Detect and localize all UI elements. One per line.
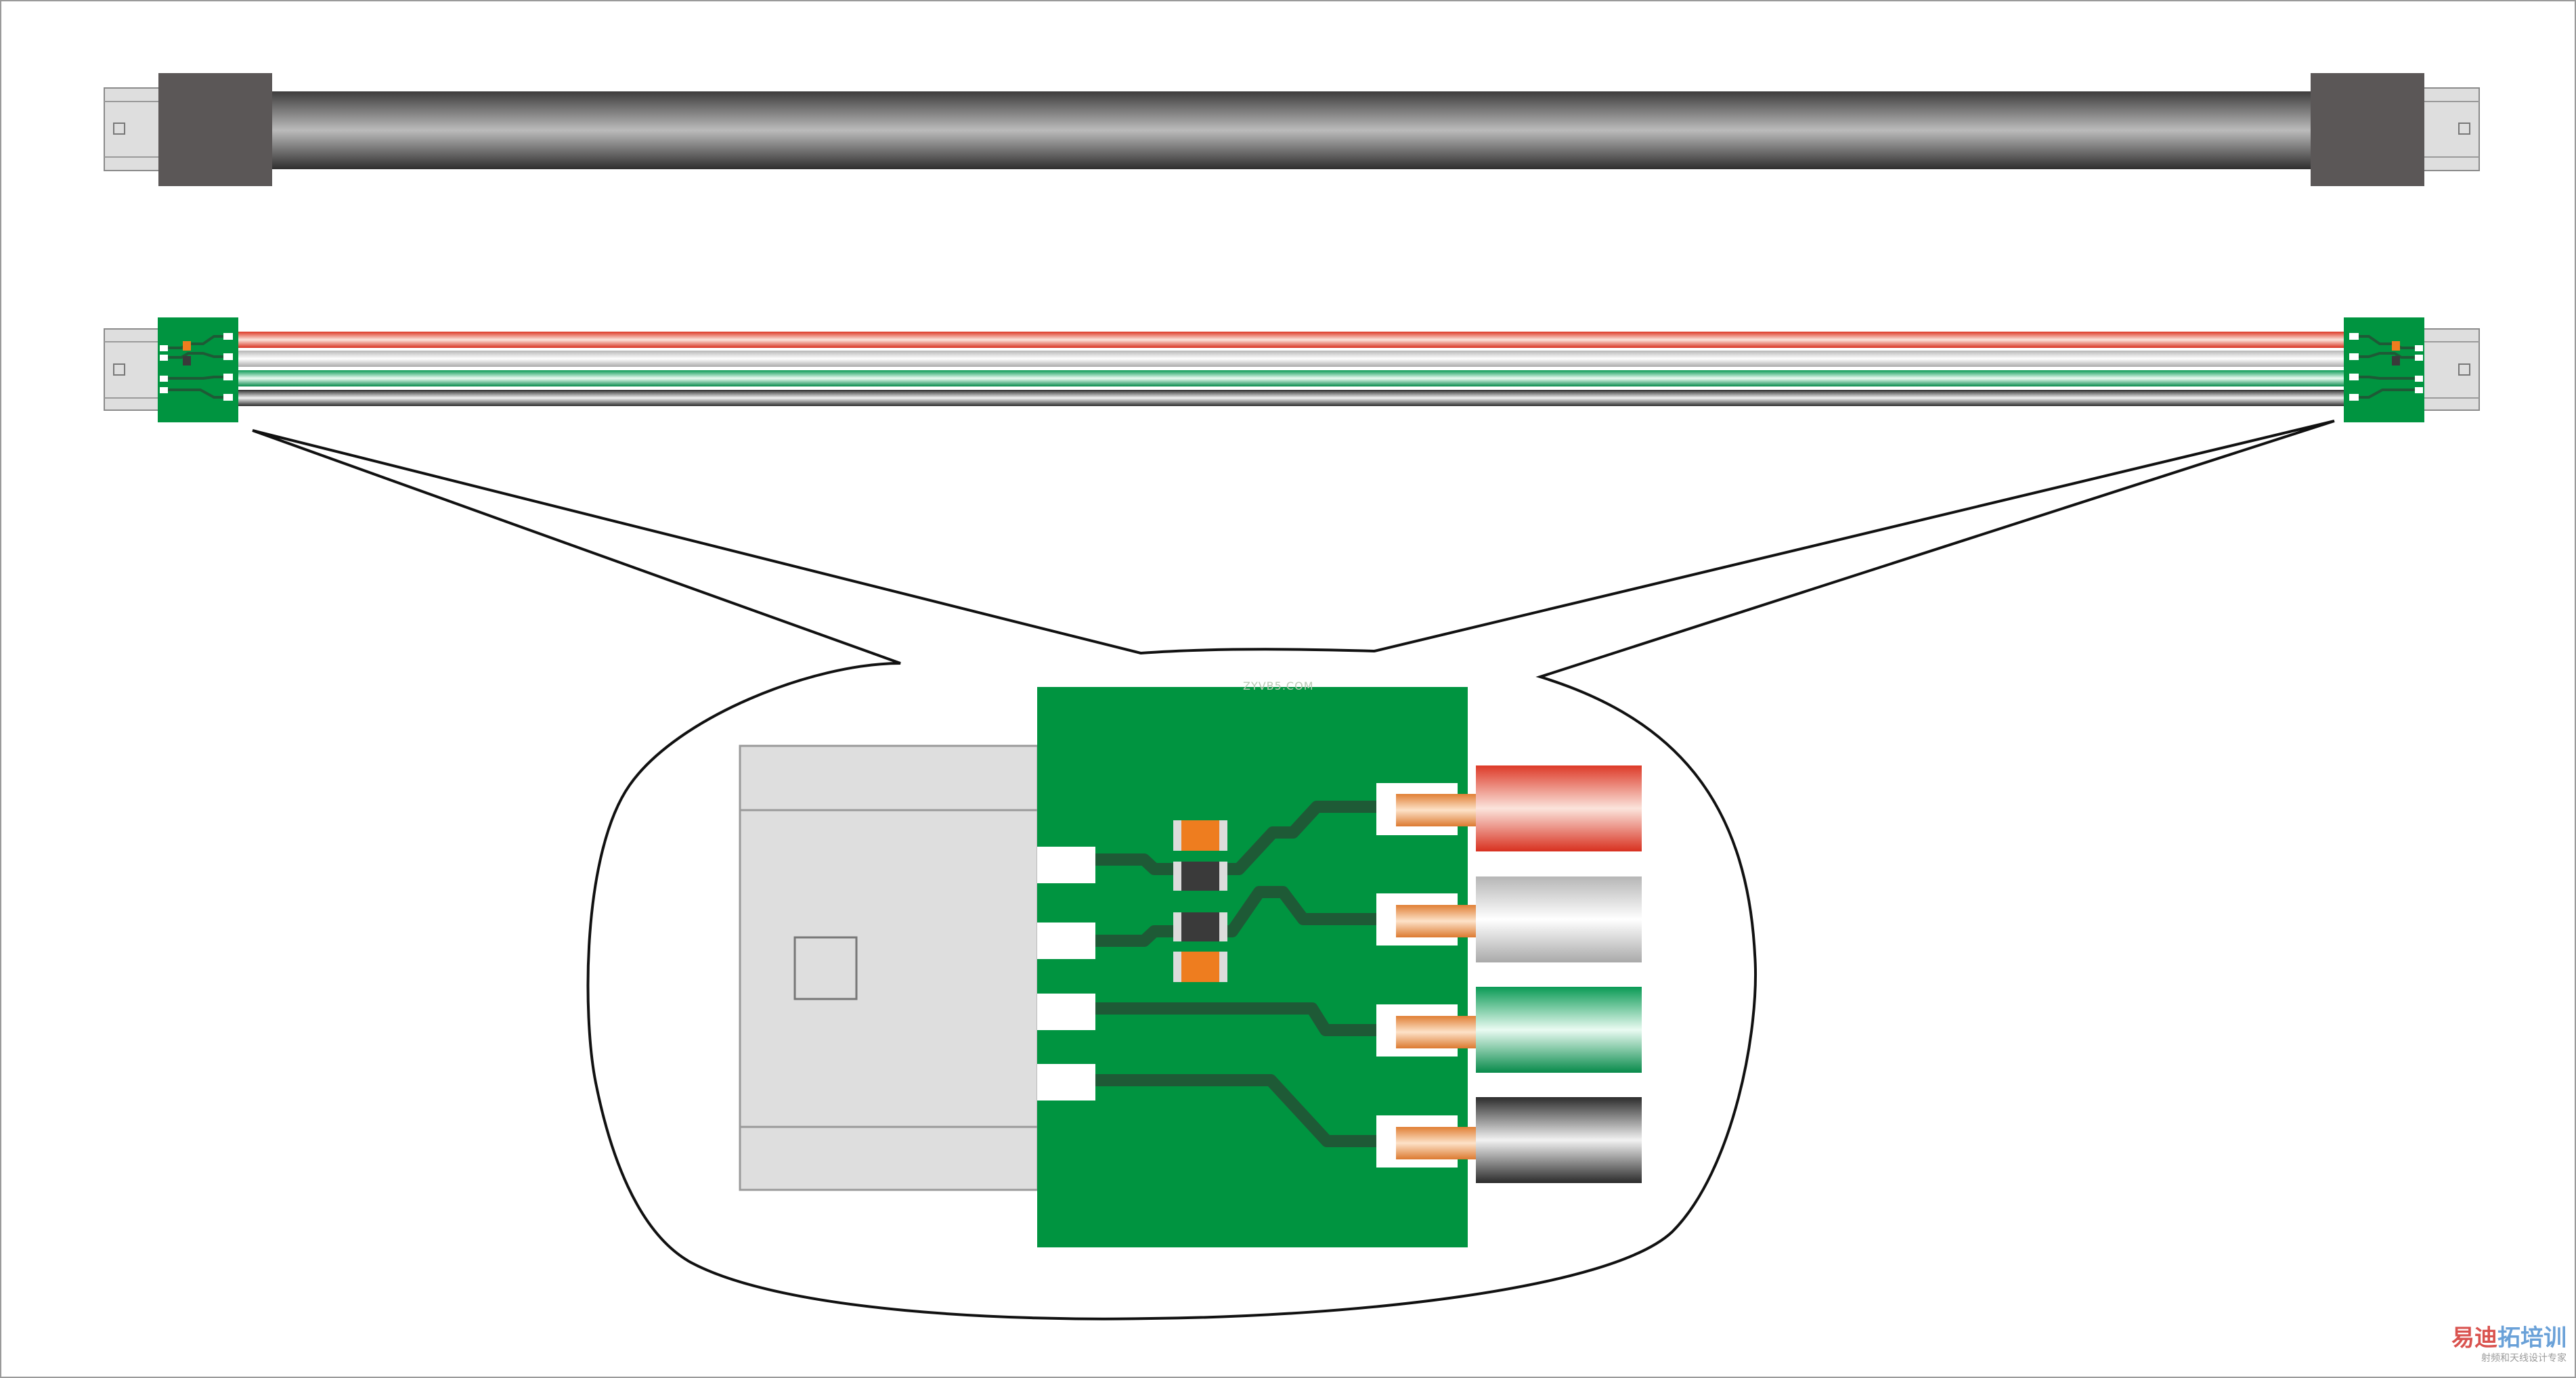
zoom-pcb-traces (1095, 801, 1381, 1147)
chip-endcap (1173, 912, 1181, 941)
zoom-usb-pads (1037, 847, 1095, 1101)
copper-pin-white (1396, 905, 1476, 937)
chip-endcap (1173, 952, 1181, 982)
chip-endcap (1219, 912, 1227, 941)
watermark-subtitle: 射频和天线设计专家 (2481, 1353, 2567, 1364)
plug-latch-icon (113, 363, 125, 376)
exposed-cable (104, 317, 2480, 422)
chip-inductor-top (1173, 862, 1227, 891)
chip-resistor-bottom (1173, 952, 1227, 982)
zoom-smd-chips (1173, 820, 1227, 982)
wire-white (237, 351, 2346, 367)
wire-black (237, 390, 2346, 406)
chip-endcap (1219, 952, 1227, 982)
watermark-title: 易迪拓培训 (2451, 1327, 2567, 1350)
zoom-wire-white (1476, 876, 1642, 962)
chip-endcap (1173, 820, 1181, 851)
left-usb-plug (104, 87, 162, 171)
chip-endcap (1219, 862, 1227, 891)
chip-inductor-bottom (1173, 912, 1227, 941)
chip-small (183, 356, 191, 365)
left-pcb-small-pads (160, 333, 233, 401)
left-pcb-small-traces (168, 335, 223, 399)
copper-pin-green (1396, 1016, 1476, 1048)
corner-watermark-logo: 易迪拓培训 射频和天线设计专家 (2451, 1327, 2567, 1364)
copper-pin-black (1396, 1127, 1476, 1159)
plug-latch-icon (793, 936, 858, 1000)
zoom-usb-plug (739, 744, 1039, 1191)
plug-latch-icon (2458, 363, 2470, 376)
chip-resistor-top (1173, 820, 1227, 851)
usb-pad (1037, 847, 1095, 883)
right-pcb-small-traces (2359, 335, 2415, 399)
wire-red (237, 332, 2346, 348)
usb-pad (1037, 1064, 1095, 1101)
right-usb-plug (2422, 87, 2480, 171)
zoomed-connector-detail (739, 687, 1642, 1247)
usb-pad (1037, 923, 1095, 959)
center-watermark: ZYVB5.COM (1243, 680, 1314, 692)
cable-jacket (267, 91, 2312, 169)
copper-pin-red (1396, 794, 1476, 826)
chip-small (2392, 356, 2400, 365)
chip-small (2392, 341, 2400, 351)
zoom-wire-red (1476, 765, 1642, 851)
usb-pad (1037, 994, 1095, 1030)
left-overmold (158, 73, 272, 186)
zoom-wire-green (1476, 987, 1642, 1073)
plug-latch-icon (2458, 123, 2470, 135)
assembled-cable (104, 73, 2480, 186)
right-pcb-small-pads (2349, 333, 2423, 401)
watermark-title-a: 易迪 (2451, 1325, 2497, 1352)
plug-latch-icon (113, 123, 125, 135)
watermark-title-b: 拓培训 (2497, 1325, 2567, 1352)
wire-green (237, 370, 2346, 386)
chip-endcap (1173, 862, 1181, 891)
chip-endcap (1219, 820, 1227, 851)
right-overmold (2311, 73, 2424, 186)
zoom-wire-black (1476, 1097, 1642, 1183)
chip-small (183, 341, 191, 351)
